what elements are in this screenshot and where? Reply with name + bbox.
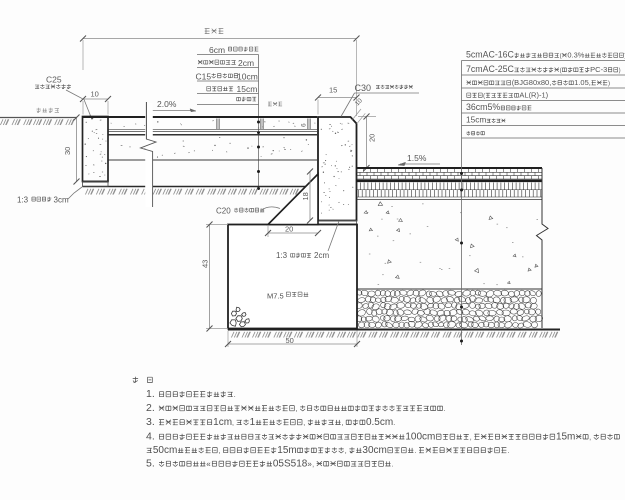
svg-text:C15: C15	[196, 72, 212, 82]
svg-text:6cm: 6cm	[209, 45, 225, 55]
svg-text:1.5%: 1.5%	[407, 153, 427, 163]
svg-text:05S518: 05S518	[273, 459, 308, 470]
svg-text:3cm: 3cm	[54, 196, 69, 205]
svg-text:.: .	[507, 448, 509, 455]
svg-text:»: »	[307, 460, 312, 469]
svg-text:15cm: 15cm	[237, 84, 258, 94]
svg-text:20: 20	[285, 225, 293, 234]
svg-text:10: 10	[354, 97, 364, 107]
svg-text:(: (	[483, 94, 485, 100]
svg-text:1.: 1.	[146, 388, 155, 400]
svg-text:PC-3: PC-3	[590, 65, 607, 74]
svg-text:,: ,	[589, 435, 591, 442]
svg-text:1cm: 1cm	[213, 417, 232, 428]
svg-text:0.5cm: 0.5cm	[366, 417, 393, 428]
svg-text:(: (	[560, 68, 562, 74]
svg-text:4.: 4.	[146, 431, 155, 443]
svg-text:15m: 15m	[277, 445, 296, 456]
svg-text:2cm: 2cm	[238, 58, 254, 68]
svg-text:,: ,	[345, 448, 347, 455]
svg-text:7cmAC-25C: 7cmAC-25C	[466, 64, 515, 74]
svg-text:AL(R)-1): AL(R)-1)	[519, 91, 548, 100]
svg-text:5.: 5.	[146, 458, 155, 470]
svg-text:.: .	[444, 406, 446, 413]
svg-text:,: ,	[296, 406, 298, 413]
svg-text:,: ,	[232, 420, 234, 427]
svg-text:10: 10	[91, 90, 99, 99]
svg-text:«: «	[206, 460, 211, 469]
svg-text:5cmAC-16C: 5cmAC-16C	[466, 50, 515, 60]
svg-text:1.05,: 1.05,	[574, 78, 591, 87]
svg-text:.: .	[393, 420, 395, 427]
svg-text:.: .	[234, 392, 236, 399]
svg-text:): )	[608, 81, 610, 87]
svg-text:(BJG80x80,: (BJG80x80,	[512, 78, 552, 87]
svg-text:30: 30	[63, 147, 72, 155]
svg-text:6: 6	[301, 123, 308, 127]
svg-text:15m: 15m	[556, 432, 575, 443]
svg-text:15: 15	[329, 86, 337, 95]
svg-text:(: (	[560, 54, 562, 60]
svg-text:10cm: 10cm	[237, 72, 258, 82]
svg-text:C20: C20	[216, 207, 231, 216]
svg-text:2cm: 2cm	[314, 251, 329, 260]
svg-text:50cm: 50cm	[153, 445, 177, 456]
svg-text:3.: 3.	[146, 416, 155, 428]
svg-text:,: ,	[341, 420, 343, 427]
svg-text:,: ,	[312, 462, 314, 469]
svg-text:.: .	[414, 448, 416, 455]
svg-text:1:3: 1:3	[17, 196, 29, 205]
svg-text:C30: C30	[355, 83, 372, 93]
svg-text:18: 18	[301, 192, 310, 200]
svg-text:1:3: 1:3	[276, 251, 288, 260]
svg-text:,: ,	[470, 435, 472, 442]
svg-text:36cm5%: 36cm5%	[466, 102, 500, 112]
svg-text:43: 43	[201, 260, 210, 268]
svg-text:): )	[619, 68, 621, 74]
svg-text:.: .	[392, 462, 394, 469]
svg-text:50: 50	[286, 336, 294, 345]
svg-text:30cm: 30cm	[362, 445, 386, 456]
svg-text:,: ,	[218, 448, 220, 455]
svg-text:2.0%: 2.0%	[157, 99, 177, 109]
svg-text:C25: C25	[46, 75, 62, 85]
svg-text:,: ,	[303, 420, 305, 427]
svg-text:1: 1	[250, 417, 256, 428]
svg-text:0.3%: 0.3%	[567, 51, 584, 60]
svg-text:20: 20	[368, 134, 377, 142]
svg-text:2.: 2.	[146, 402, 155, 414]
svg-text:M7.5: M7.5	[267, 292, 284, 301]
svg-text:15cm: 15cm	[466, 115, 486, 125]
svg-text:100cm: 100cm	[405, 432, 435, 443]
